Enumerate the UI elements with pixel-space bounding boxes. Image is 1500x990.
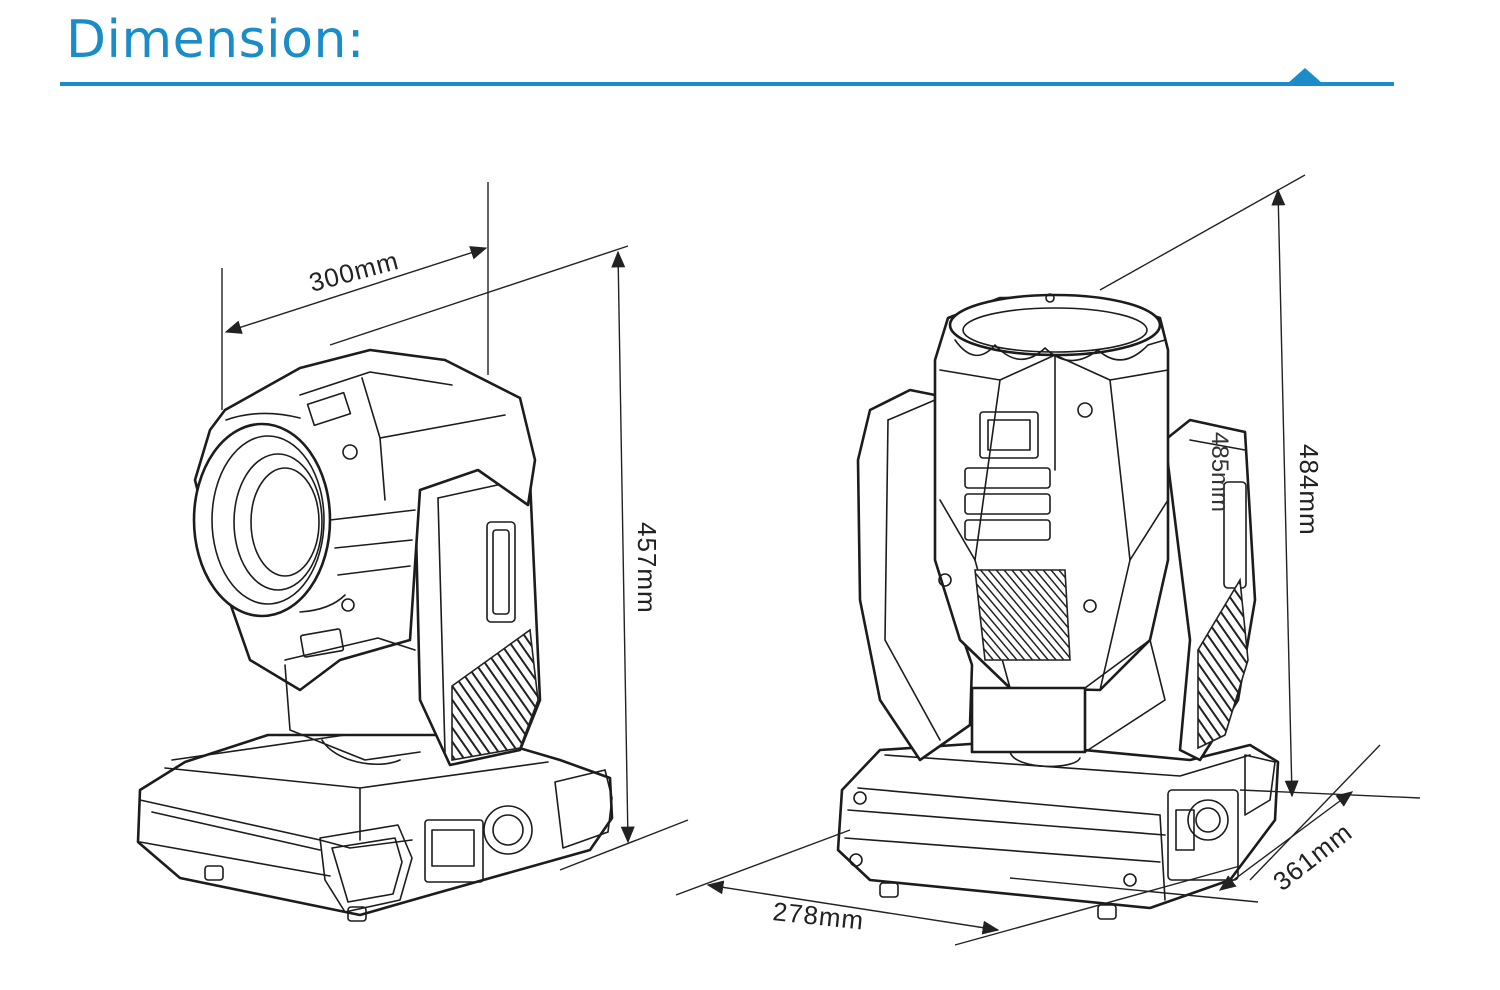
front-depth-label: 361mm	[1267, 817, 1358, 897]
page-title: Dimension:	[66, 10, 365, 70]
front-view-fixture: 485mm	[836, 293, 1280, 920]
front-width-label: 278mm	[771, 896, 865, 935]
side-width-label: 300mm	[306, 245, 402, 298]
front-height-dimension: 484mm	[1099, 174, 1421, 799]
title-underline	[60, 82, 1394, 86]
underline-notch	[1288, 68, 1322, 83]
inner-dimension-label: 485mm	[1206, 432, 1233, 512]
side-view-fixture	[136, 348, 614, 922]
side-height-dimension: 457mm	[329, 245, 689, 871]
side-height-label: 457mm	[632, 522, 662, 614]
front-height-label: 484mm	[1294, 444, 1324, 536]
